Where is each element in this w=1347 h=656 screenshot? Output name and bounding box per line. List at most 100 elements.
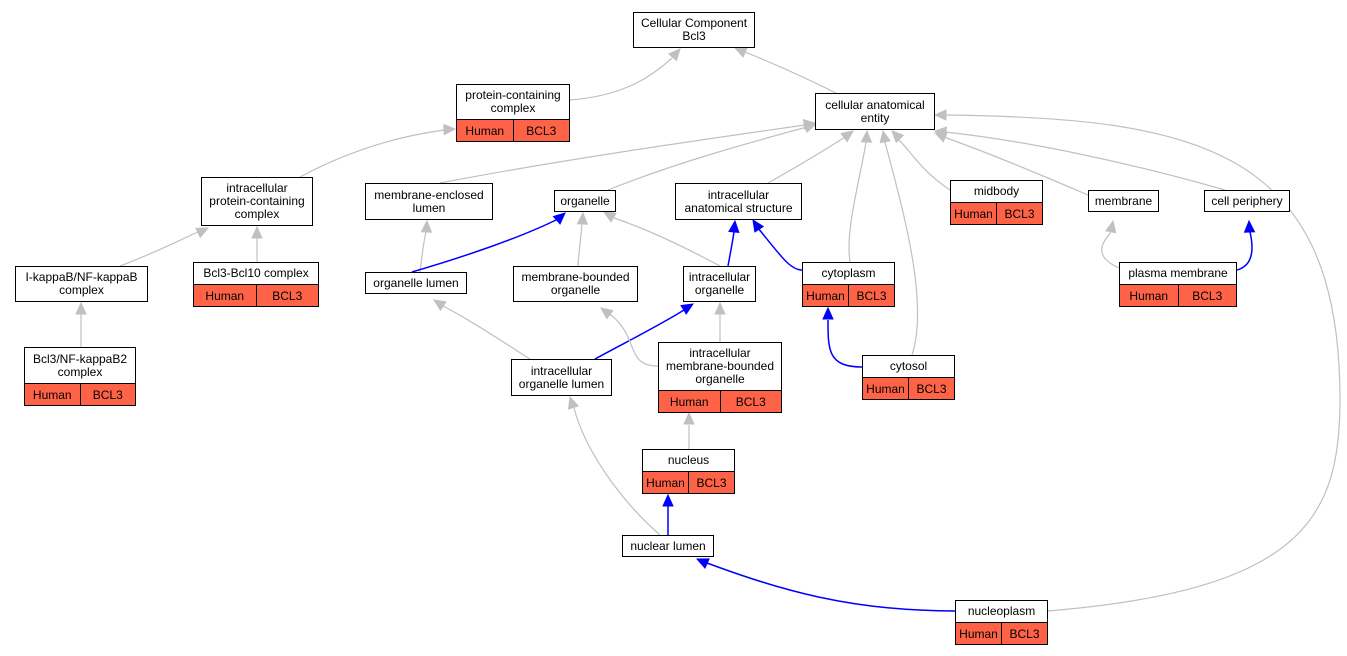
arrowhead [602,211,617,223]
term-label-line: midbody [973,184,1020,198]
term-label-line: organelle lumen [518,376,605,391]
term-node-organelle[interactable]: organelle [554,190,616,212]
term-label-line: membrane-enclosed [374,187,484,202]
arrowhead [891,130,905,144]
term-label-line: cellular anatomical [825,97,925,112]
arrowhead [251,225,263,239]
term-node-org-lumen[interactable]: organelle lumen [365,272,467,294]
term-label-line: cytoplasm [821,266,876,280]
species-cell: Human [959,626,998,641]
term-label-line: cytosol [889,359,928,373]
term-label-line: nucleoplasm [967,604,1036,618]
gene-cell: BCL3 [512,120,570,141]
species-cell: Human [646,475,685,490]
edge-io-to-organelle [602,211,721,267]
species-cell: Human [32,387,72,402]
term-label-line: anatomical structure [684,200,793,215]
edge-bcl10-to-ipcc [251,225,263,262]
edge-nucleoplasm-to-cae [933,109,1341,612]
term-label-line: lumen [412,200,446,215]
term-node-nuclear-lumen[interactable]: nuclear lumen [622,535,714,557]
term-label-line: organelle [560,193,610,208]
term-label: nucleus [643,450,734,471]
species-cell: Human [954,206,993,221]
edge-ipcc-to-protein-complex [299,123,457,178]
edge-cytoplasm-to-ias [752,218,803,271]
arrowhead [662,493,674,507]
edge-cytosol-to-cae [879,129,919,356]
term-label-line: intracellular [226,181,288,195]
term-label-line: organelle [694,283,745,297]
term-label: Bcl3-Bcl10 complex [194,263,318,284]
edge-ias-to-cae [767,130,854,184]
edge-io-to-ias [727,219,740,267]
term-label-line: Bcl3 [682,29,706,43]
arrowhead [860,129,873,143]
edge-midbody-to-cae [891,130,951,191]
arrowhead [683,411,695,425]
edge-cytoplasm-to-cae [848,129,873,263]
term-node-membrane[interactable]: membrane [1088,190,1159,212]
term-node-cell-periphery[interactable]: cell periphery [1204,190,1290,212]
edge-org-lumen-to-organelle [411,212,566,273]
term-label-line: Bcl3/NF-kappaB2 [32,351,128,366]
edge-nucleus-to-imbo [683,411,695,449]
arrowhead [668,48,681,62]
arrowhead [567,395,579,410]
edge-nucleoplasm-to-nuclear-lumen [695,558,956,612]
arrowhead [420,219,433,233]
arrowhead [752,218,765,233]
arrowhead [552,212,566,225]
edge-pm-to-membrane [1101,219,1120,269]
term-label-line: nuclear lumen [630,538,706,553]
edge-protein-complex-to-root [569,48,681,101]
edge-iol-to-io [594,303,695,360]
term-label-line: plasma membrane [1128,266,1228,280]
arrowhead [933,126,948,138]
term-label: organelle [555,191,615,211]
gene-cell: BCL3 [1001,623,1047,644]
term-label-line: complex [57,364,103,379]
term-label-line: intracellular [689,346,751,360]
term-label: organelle lumen [366,273,466,293]
arrowhead [695,558,710,569]
term-label-line: organelle lumen [373,275,459,290]
term-label-line: organelle [695,372,745,386]
term-label-line: protein-containing [465,88,561,102]
edge-mbo-to-organelle [576,211,589,267]
edge-imbo-to-io [714,301,726,342]
gene-cell: BCL3 [719,391,782,412]
